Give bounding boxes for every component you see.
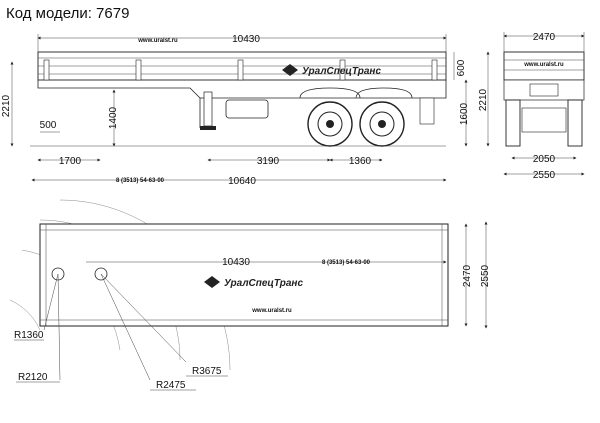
dim-width-total-rear: 2550: [533, 170, 556, 181]
top-body: [39, 223, 449, 327]
side-url: www.uralst.ru: [137, 38, 178, 44]
dim-deck-height: 1600: [459, 102, 470, 125]
side-phone: 8 (3513) 54-63-00: [116, 178, 165, 184]
dim-body-length-side: 10430: [232, 34, 260, 45]
dim-width-rear-top: 2470: [533, 32, 556, 43]
dim-height-side: 2210: [1, 94, 12, 117]
dim-width-top: 2470: [462, 264, 473, 287]
radius-r2475: R2475: [156, 380, 186, 391]
wheel-rear: [359, 101, 405, 147]
top-phone: 8 (3513) 54-63-00: [322, 260, 371, 266]
radius-r2120: R2120: [18, 372, 48, 383]
dim-board-height: 600: [456, 59, 467, 76]
rear-view: www.uralst.ru 2470 2210 2050 2550: [478, 32, 585, 181]
dim-front-overhang: 1700: [59, 156, 82, 167]
dim-kingpin-offset: 500: [40, 120, 57, 131]
dim-width-total-top: 2550: [480, 264, 491, 287]
side-view: УралСпецТранс www.uralst.ru 10430 2210 6…: [1, 34, 470, 187]
model-code-title: Код модели: 7679: [6, 5, 130, 22]
landing-gear: [203, 91, 213, 127]
brand-logo-side: УралСпецТранс: [282, 64, 381, 77]
svg-text:УралСпецТранс: УралСпецТранс: [224, 278, 303, 289]
radius-r1360: R1360: [14, 330, 44, 341]
brand-logo-top: УралСпецТранс: [204, 276, 303, 289]
dim-axle-base: 3190: [257, 156, 280, 167]
svg-text:УралСпецТранс: УралСпецТранс: [302, 66, 381, 77]
tool-box: [225, 99, 269, 119]
top-url: www.uralst.ru: [251, 308, 292, 314]
dim-track: 2050: [533, 154, 556, 165]
rear-body: [503, 51, 585, 81]
top-view: УралСпецТранс www.uralst.ru 10430 8 (351…: [9, 199, 491, 391]
radius-r3675: R3675: [192, 366, 222, 377]
dim-axle-spacing: 1360: [349, 156, 372, 167]
dim-body-length-top: 10430: [222, 257, 250, 268]
wheel-front: [307, 101, 353, 147]
dim-total-length-side: 10640: [228, 176, 256, 187]
rear-url: www.uralst.ru: [523, 62, 564, 68]
dim-height-rear: 2210: [478, 88, 489, 111]
dim-kingpin-height: 1400: [108, 106, 119, 129]
